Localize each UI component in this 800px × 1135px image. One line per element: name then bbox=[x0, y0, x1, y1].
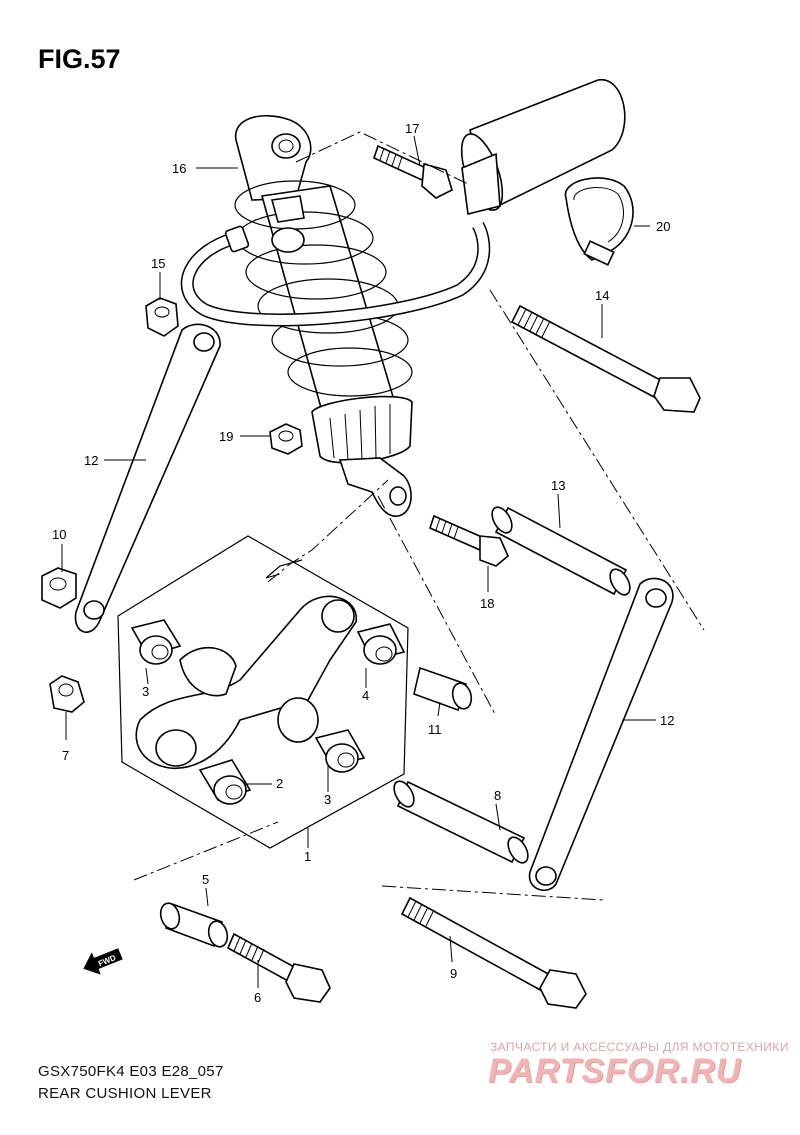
callout-3-lower: 3 bbox=[324, 792, 331, 807]
shock-reservoir bbox=[460, 79, 626, 215]
watermark-logo: PARTSFOR.RU bbox=[488, 1052, 742, 1090]
callout-19: 19 bbox=[219, 429, 233, 444]
callout-12-left: 12 bbox=[84, 453, 98, 468]
model-code: GSX750FK4 E03 E28_057 bbox=[38, 1063, 224, 1080]
callout-8: 8 bbox=[494, 788, 501, 803]
nut-15 bbox=[145, 297, 179, 337]
callout-16: 16 bbox=[172, 161, 186, 176]
sleeve-13 bbox=[491, 506, 631, 596]
reservoir-clamp bbox=[564, 177, 634, 266]
nut-10 bbox=[41, 567, 77, 609]
callout-11: 11 bbox=[428, 722, 442, 737]
callout-18: 18 bbox=[480, 596, 494, 611]
cushion-rod-left bbox=[74, 323, 221, 633]
bushing-3b bbox=[314, 729, 366, 773]
bushing-2 bbox=[198, 759, 252, 805]
spacer-11 bbox=[413, 666, 473, 712]
callout-10: 10 bbox=[52, 527, 66, 542]
callout-2: 2 bbox=[276, 776, 283, 791]
fwd-label: FWD bbox=[97, 953, 117, 968]
callout-5: 5 bbox=[202, 872, 209, 887]
leader-lines bbox=[61, 135, 656, 988]
nut-7 bbox=[49, 675, 85, 713]
callout-4: 4 bbox=[362, 688, 369, 703]
bushing-3a bbox=[130, 619, 182, 665]
callout-labels: 16 17 20 15 14 19 12 13 10 18 3 4 11 12 … bbox=[52, 121, 674, 1005]
bolt-18 bbox=[429, 514, 509, 567]
bolt-17 bbox=[373, 144, 453, 199]
callout-9: 9 bbox=[450, 966, 457, 981]
callout-7: 7 bbox=[62, 748, 69, 763]
callout-13: 13 bbox=[551, 478, 565, 493]
bolt-9 bbox=[400, 896, 587, 1009]
fwd-direction-marker: FWD bbox=[83, 948, 123, 975]
rear-shock-absorber bbox=[180, 114, 491, 517]
callout-6: 6 bbox=[254, 990, 261, 1005]
assembly-guide-lines bbox=[133, 131, 705, 901]
watermark-tagline: ЗАПЧАСТИ И АКСЕССУАРЫ ДЛЯ МОТОТЕХНИКИ bbox=[490, 1040, 789, 1054]
bolt-6 bbox=[226, 932, 331, 1003]
sleeve-8 bbox=[393, 780, 529, 864]
figure-title: FIG.57 bbox=[38, 44, 121, 74]
callout-14: 14 bbox=[595, 288, 609, 303]
bolt-14 bbox=[510, 304, 701, 413]
cushion-lever-assembly bbox=[117, 535, 409, 849]
section-name: REAR CUSHION LEVER bbox=[38, 1085, 212, 1102]
spacer-5 bbox=[159, 902, 229, 948]
arrow-left-icon bbox=[83, 948, 123, 975]
cushion-rod-right bbox=[528, 577, 674, 892]
callout-1: 1 bbox=[304, 849, 311, 864]
bushing-4 bbox=[356, 623, 406, 665]
nut-19 bbox=[269, 423, 303, 455]
callout-12-right: 12 bbox=[660, 713, 674, 728]
callout-15: 15 bbox=[151, 256, 165, 271]
callout-17: 17 bbox=[405, 121, 419, 136]
callout-20: 20 bbox=[656, 219, 670, 234]
callout-3-upper: 3 bbox=[142, 684, 149, 699]
